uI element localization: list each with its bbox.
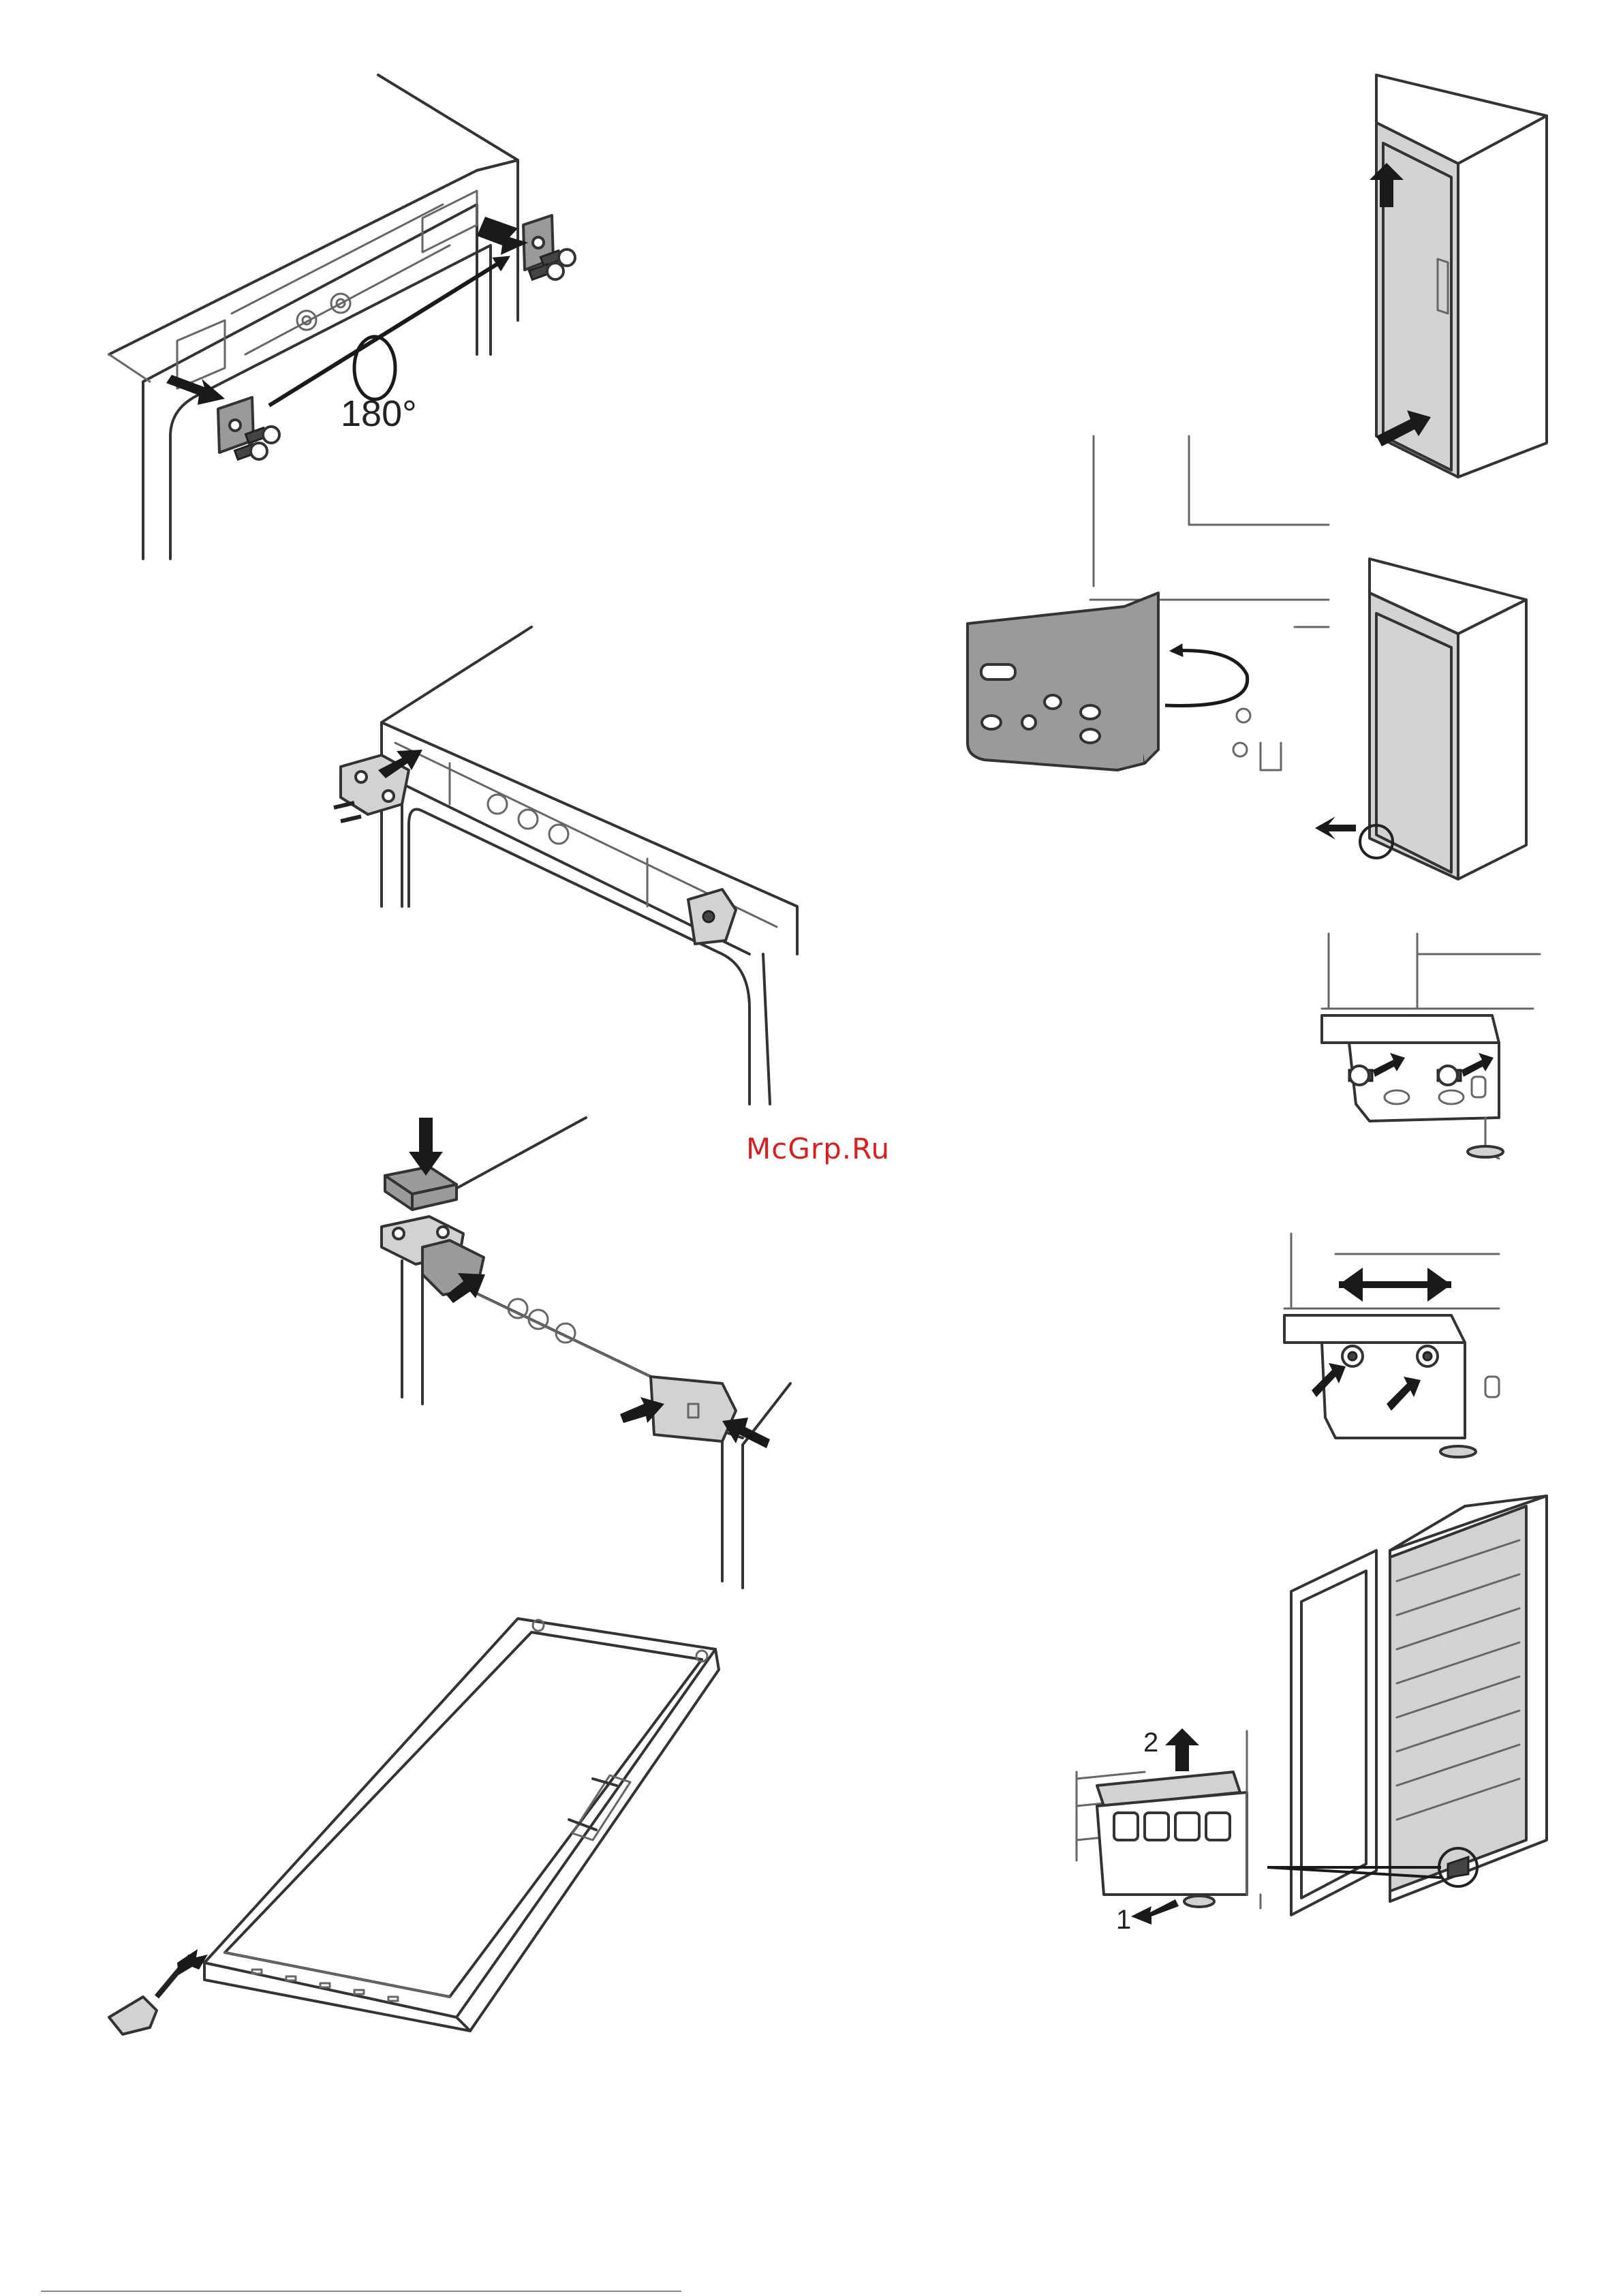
arrow-out-1 [1131,1899,1179,1925]
rotation-arrow-180 [269,258,508,405]
vent-grille [1077,1731,1261,1908]
hinge-bracket-large [968,593,1158,770]
figure-adjust [1284,1234,1499,1457]
cap-right-installed [651,1377,736,1441]
door-slots [252,1970,398,2001]
figure-cover-caps [382,1118,790,1588]
angle-label: 180° [341,393,417,434]
figure-bracket-rotate [968,436,1526,879]
figure-vent-grille: 2 1 [1077,1496,1547,1935]
figure-door-panel [109,1619,719,2034]
figure-cabinet-door-lift [1370,75,1547,477]
arrow-rotate-bracket [1165,650,1248,705]
arrow-detail [1315,816,1356,840]
arrow-left-adjust [1339,1268,1363,1302]
cap-falling [385,1167,457,1210]
step-2-label: 2 [1143,1728,1158,1758]
figure-hinge-swap: 180° [109,75,575,559]
arrow-right-adjust [1427,1268,1451,1302]
arrow-left-hinge [166,375,225,405]
arrow-down [409,1118,443,1176]
hinge-block-right [688,889,736,944]
step-1-label: 1 [1116,1905,1131,1935]
figure-hinge-mounted [334,627,797,1104]
figure-screw-fix [1322,934,1540,1159]
arrow-up-2 [1165,1728,1199,1771]
open-door [1291,1550,1376,1915]
watermark: McGrp.Ru [746,1132,890,1165]
